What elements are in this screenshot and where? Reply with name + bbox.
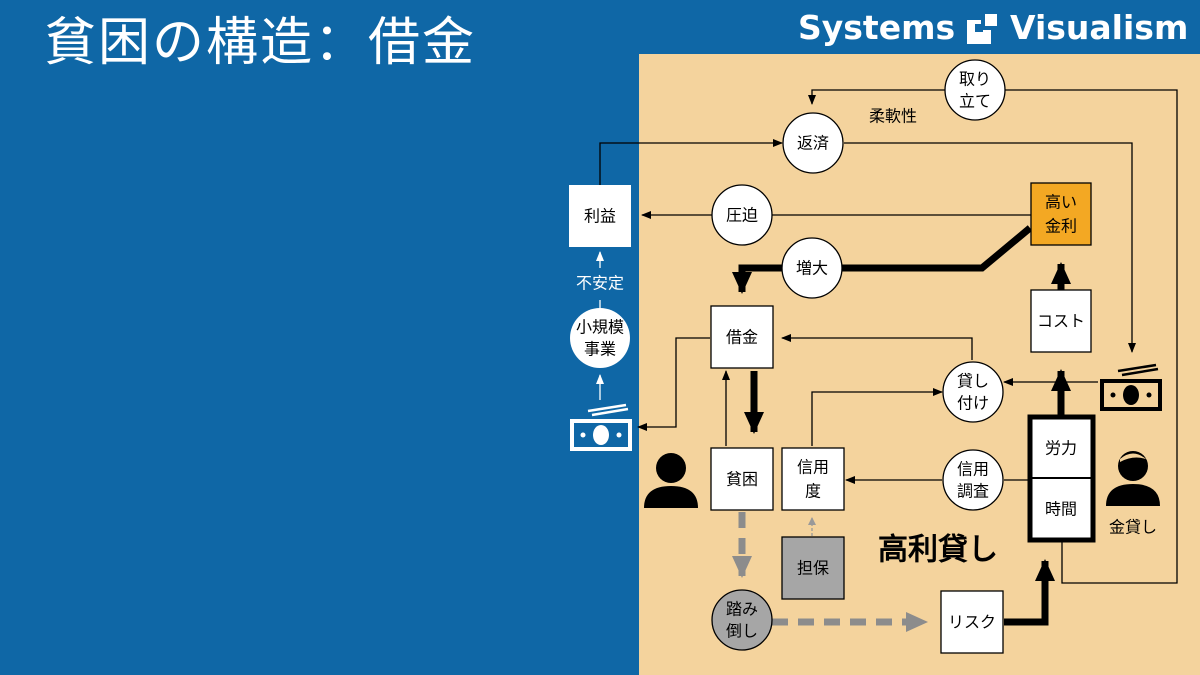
- brand-logo: Systems Visualism: [798, 8, 1194, 48]
- brand-word-systems: Systems: [798, 8, 956, 47]
- node-hensai: 返済: [782, 112, 844, 174]
- svg-text:コスト: コスト: [1037, 312, 1085, 331]
- svg-text:担保: 担保: [797, 559, 829, 578]
- svg-text:利益: 利益: [584, 207, 616, 226]
- lender-person-icon: [1106, 451, 1160, 506]
- node-rouryoku: 労力: [1045, 439, 1077, 458]
- node-zoudai: 増大: [781, 237, 843, 299]
- svg-text:取り: 取り: [959, 70, 991, 89]
- brand-word-visualism: Visualism: [1010, 8, 1189, 47]
- node-shinyoudo: 信用 度: [781, 447, 845, 511]
- money-icon: [1100, 363, 1162, 411]
- svg-text:貸し: 貸し: [957, 372, 989, 391]
- label-kourigashi: 高利貸し: [878, 533, 998, 568]
- svg-text:踏み: 踏み: [726, 600, 758, 619]
- svg-text:借金: 借金: [726, 328, 758, 347]
- puzzle-logo-icon: [967, 14, 997, 44]
- node-appaku: 圧迫: [711, 184, 773, 246]
- label-fuantei: 不安定: [576, 274, 624, 293]
- svg-text:付け: 付け: [957, 394, 989, 413]
- money-icon: [570, 403, 632, 451]
- page-title: 貧困の構造：借金: [44, 13, 477, 73]
- thick-connectors: [732, 225, 1071, 626]
- node-rouryoku-jikan: 労力 時間: [1027, 414, 1096, 543]
- node-fumitaoshi: 踏み 倒し: [711, 589, 773, 651]
- node-jikan: 時間: [1045, 500, 1077, 519]
- svg-text:金利: 金利: [1045, 217, 1077, 236]
- svg-text:信用: 信用: [957, 460, 989, 479]
- svg-text:調査: 調査: [957, 482, 989, 501]
- node-risk: リスク: [940, 590, 1004, 654]
- svg-text:小規模: 小規模: [576, 318, 624, 337]
- svg-text:信用: 信用: [797, 458, 829, 477]
- node-cost: コスト: [1030, 289, 1092, 353]
- svg-text:貧困: 貧困: [726, 470, 758, 489]
- node-torritate: 取り 立て: [944, 59, 1006, 121]
- label-juunansei: 柔軟性: [869, 107, 917, 126]
- node-shakkin: 借金: [710, 305, 774, 369]
- person-icon: [644, 453, 698, 508]
- svg-text:増大: 増大: [796, 259, 828, 278]
- node-rieki: 利益: [569, 185, 631, 247]
- node-hinkon: 貧困: [710, 447, 774, 511]
- svg-text:事業: 事業: [584, 340, 616, 359]
- dashed-connectors: [732, 512, 928, 632]
- svg-text:立て: 立て: [959, 92, 991, 111]
- svg-text:リスク: リスク: [948, 613, 996, 632]
- svg-text:返済: 返済: [797, 134, 829, 153]
- node-tanpo: 担保: [781, 536, 845, 600]
- label-kanekashi: 金貸し: [1109, 518, 1157, 537]
- svg-text:圧迫: 圧迫: [726, 206, 758, 225]
- svg-text:倒し: 倒し: [726, 622, 758, 641]
- node-shinyou-chousa: 信用 調査: [942, 449, 1004, 511]
- svg-text:度: 度: [805, 482, 821, 501]
- node-takai-kinri: 高い 金利: [1030, 182, 1092, 246]
- svg-text:高い: 高い: [1045, 193, 1077, 212]
- node-shoukibo: 小規模 事業: [570, 308, 630, 368]
- node-kashitsuke: 貸し 付け: [942, 361, 1004, 423]
